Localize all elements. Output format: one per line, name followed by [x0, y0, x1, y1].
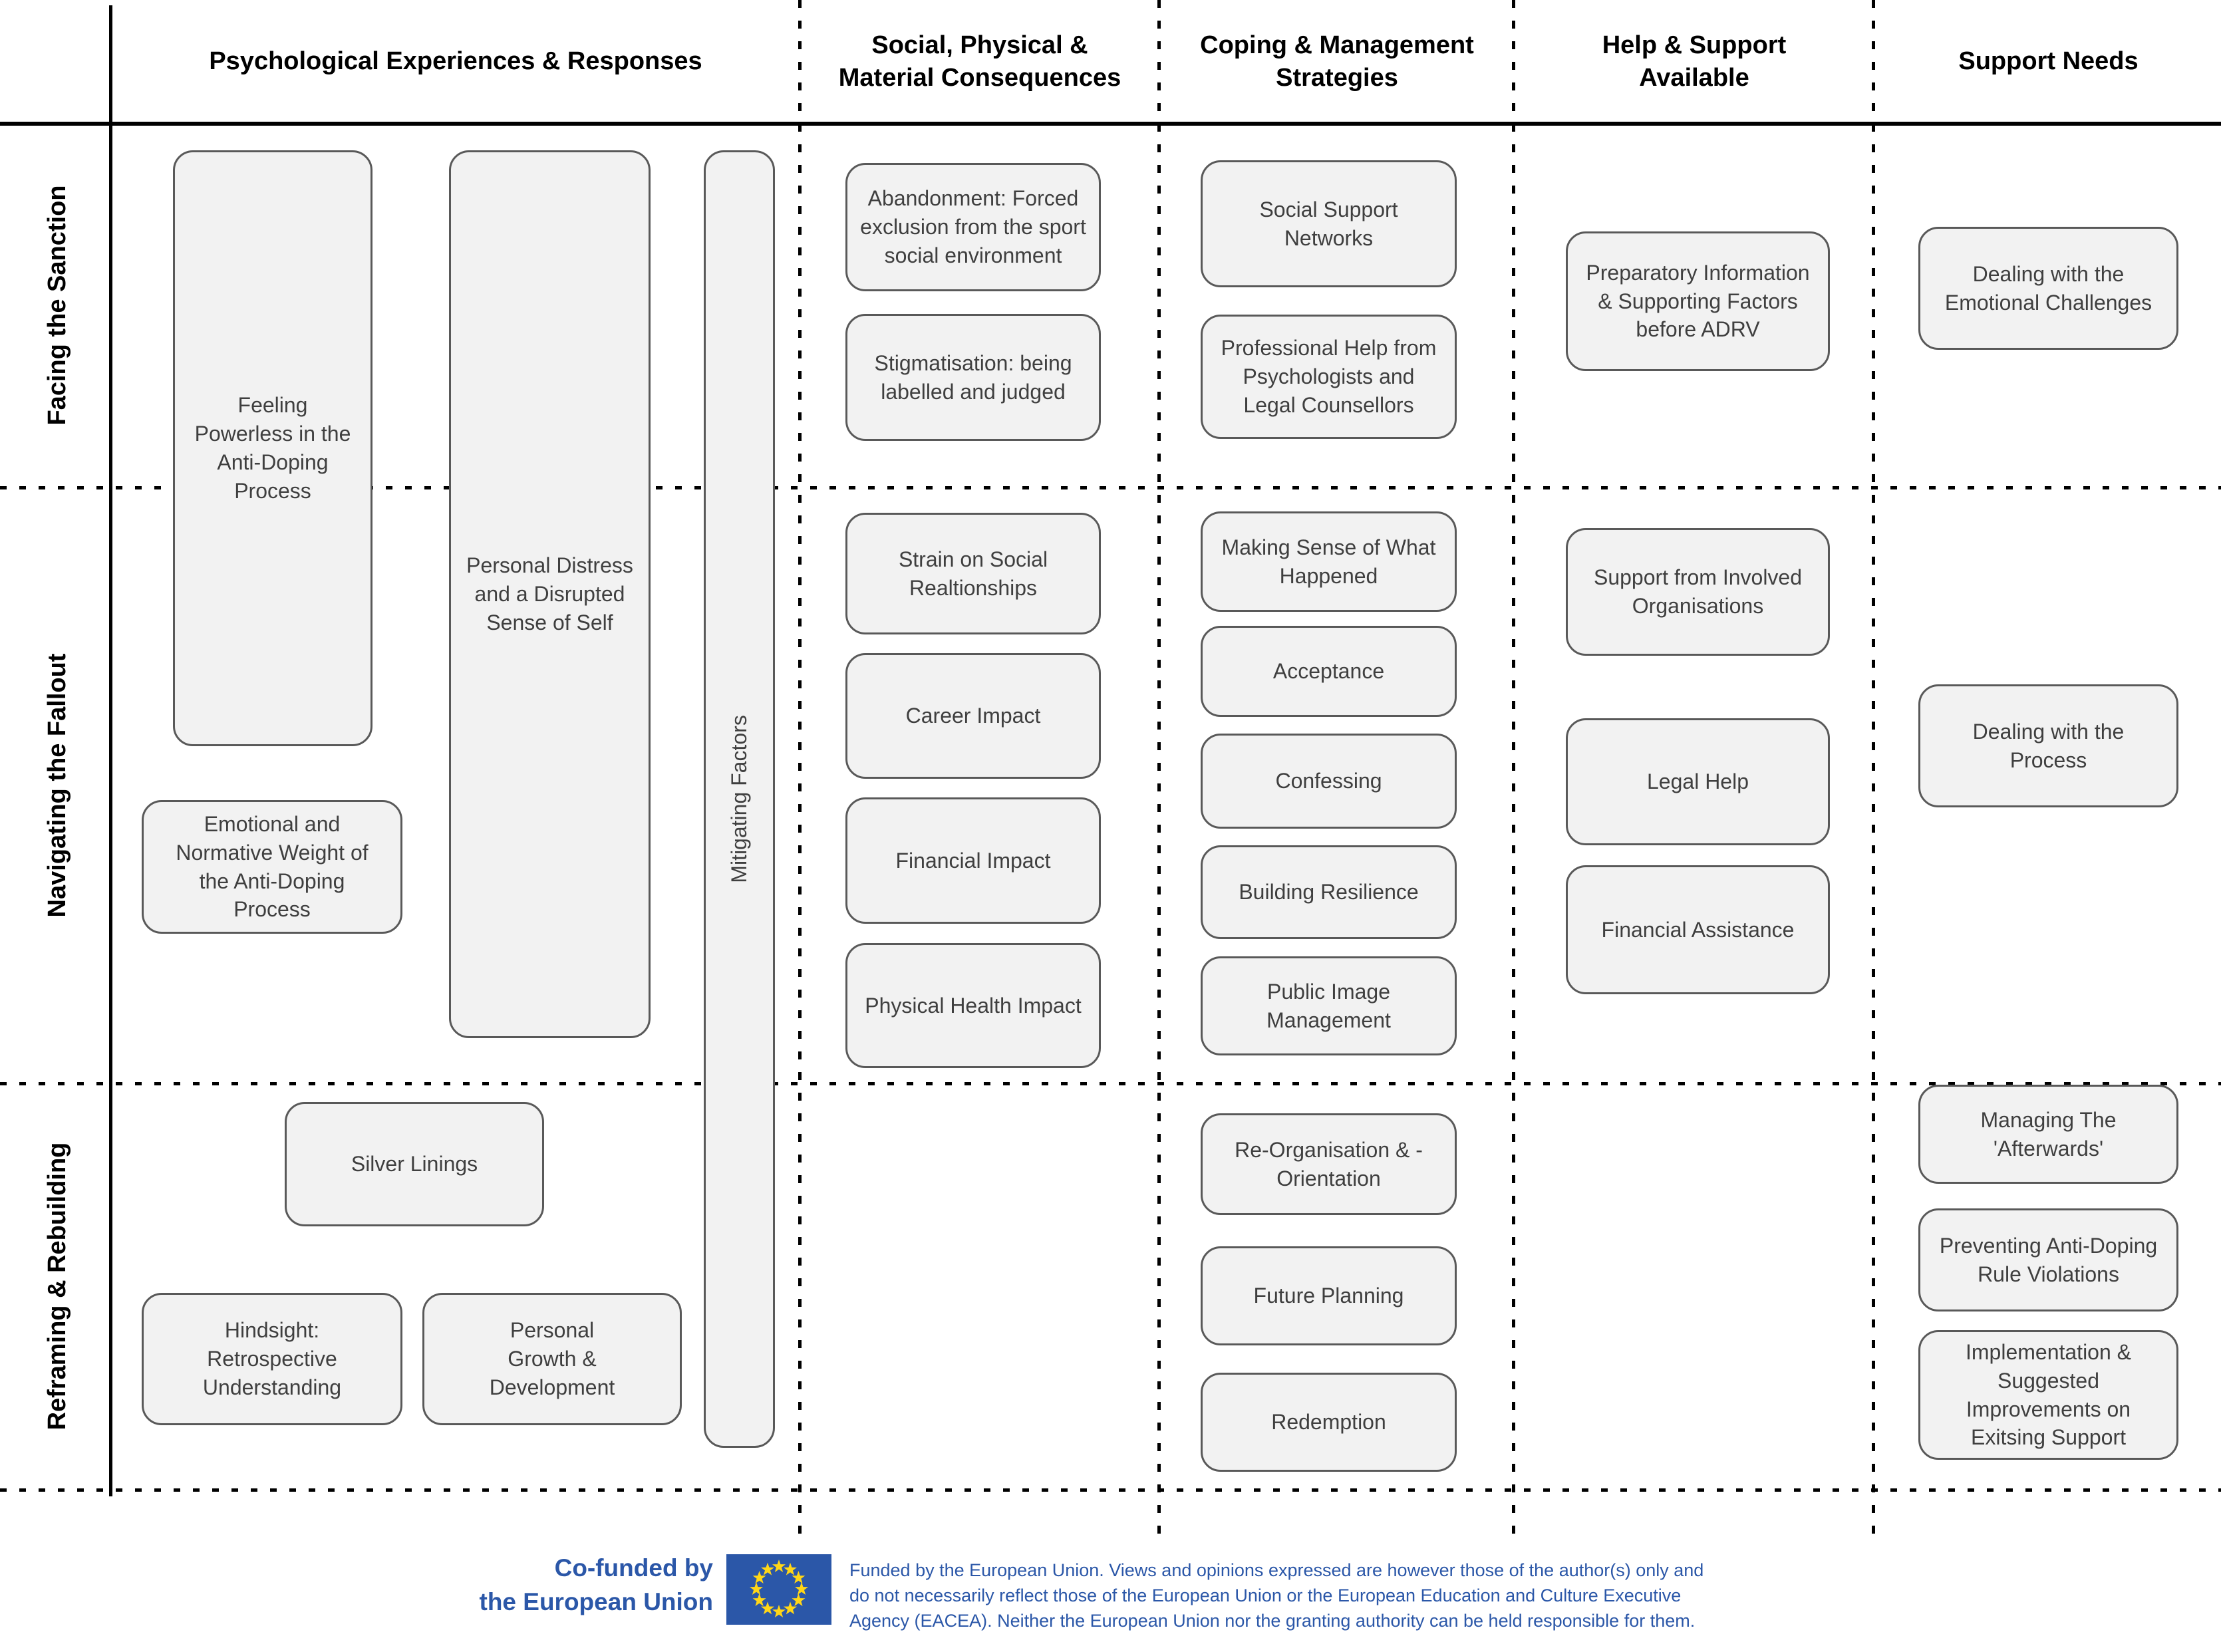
box-acceptance: Acceptance [1201, 626, 1457, 717]
funding-disclaimer: Funded by the European Union. Views and … [849, 1560, 1704, 1631]
box-strain-social-relationships: Strain on Social Realtionships [845, 513, 1101, 634]
column-divider-4 [1872, 0, 1875, 1536]
column-header-coping: Coping & Management Strategies [1200, 31, 1474, 92]
box-support-from-organisations: Support from Involved Organisations [1566, 528, 1830, 656]
cofunded-label: Co-funded by the European Union [479, 1554, 714, 1616]
box-abandonment: Abandonment: Forced exclusion from the s… [845, 163, 1101, 291]
column-header-consequences: Social, Physical & Material Consequences [838, 31, 1121, 92]
phase-label-navigating-the-fallout: Navigating the Fallout [43, 653, 71, 918]
box-legal-help: Legal Help [1566, 718, 1830, 845]
box-dealing-emotional-challenges: Dealing with the Emotional Challenges [1918, 227, 2178, 350]
row-divider-2 [0, 1082, 2221, 1085]
box-managing-afterwards: Managing The 'Afterwards' [1918, 1085, 2178, 1184]
box-building-resilience: Building Resilience [1201, 845, 1457, 939]
box-confessing: Confessing [1201, 734, 1457, 829]
box-implementation-improvements: Implementation & Suggested Improvements … [1918, 1330, 2178, 1460]
box-silver-linings: Silver Linings [285, 1102, 544, 1226]
box-preventing-violations: Preventing Anti-Doping Rule Violations [1918, 1208, 2178, 1311]
box-feeling-powerless: Feeling Powerless in the Anti-Doping Pro… [173, 150, 372, 746]
box-redemption: Redemption [1201, 1373, 1457, 1472]
box-making-sense: Making Sense of What Happened [1201, 511, 1457, 612]
mitigating-factors-label: Mitigating Factors [727, 715, 752, 883]
box-public-image-management: Public Image Management [1201, 956, 1457, 1055]
column-divider-3 [1512, 0, 1515, 1536]
box-social-support-networks: Social Support Networks [1201, 160, 1457, 287]
box-future-planning: Future Planning [1201, 1246, 1457, 1345]
phase-label-facing-the-sanction: Facing the Sanction [43, 185, 71, 426]
column-header-support-needs: Support Needs [1958, 47, 2139, 76]
box-financial-assistance: Financial Assistance [1566, 865, 1830, 994]
column-divider-1 [798, 0, 802, 1536]
box-preparatory-information: Preparatory Information & Supporting Fac… [1566, 231, 1830, 371]
row-divider-1 [0, 486, 2221, 489]
column-header-help-support: Help & Support Available [1602, 31, 1787, 92]
box-financial-impact: Financial Impact [845, 797, 1101, 924]
box-personal-distress: Personal Distress and a Disrupted Sense … [449, 150, 651, 1038]
box-professional-help: Professional Help from Psychologists and… [1201, 315, 1457, 439]
box-mitigating-factors: Mitigating Factors [704, 150, 775, 1448]
header-rule [0, 122, 2221, 126]
box-physical-health-impact: Physical Health Impact [845, 943, 1101, 1068]
box-hindsight: Hindsight: Retrospective Understanding [142, 1293, 402, 1425]
box-stigmatisation: Stigmatisation: being labelled and judge… [845, 314, 1101, 441]
column-header-psychological: Psychological Experiences & Responses [209, 47, 702, 76]
column-divider-2 [1157, 0, 1161, 1536]
eu-flag-icon [726, 1554, 831, 1625]
box-dealing-with-process: Dealing with the Process [1918, 684, 2178, 807]
phase-axis-line [109, 5, 112, 1496]
box-emotional-normative-weight: Emotional and Normative Weight of the An… [142, 800, 402, 934]
phase-label-reframing-rebuilding: Reframing & Rebuilding [43, 1142, 71, 1431]
box-reorganisation-orientation: Re-Organisation & - Orientation [1201, 1113, 1457, 1215]
box-personal-growth: Personal Growth & Development [422, 1293, 682, 1425]
box-career-impact: Career Impact [845, 653, 1101, 779]
row-divider-bottom [0, 1488, 2221, 1492]
